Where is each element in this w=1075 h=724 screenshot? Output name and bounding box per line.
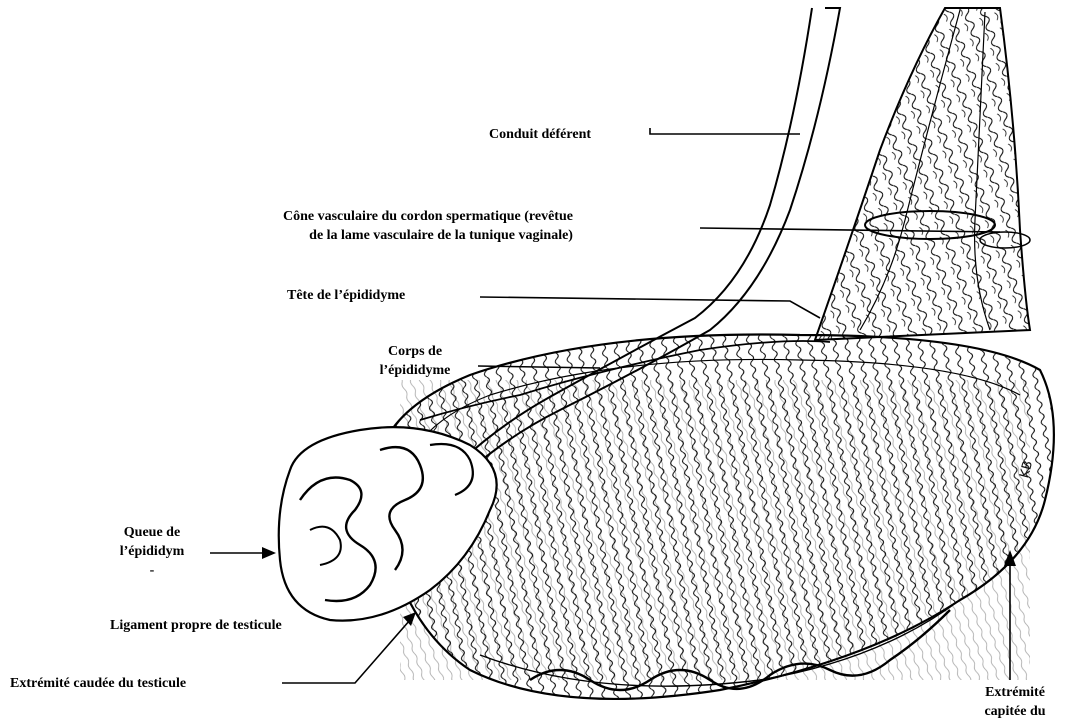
label-corps-epididyme-line1: Corps de xyxy=(350,343,480,362)
label-queue-epididyme-line2: l’épididym xyxy=(92,543,212,562)
leader-conduit-deferent xyxy=(650,128,800,134)
label-cone-vasculaire-line2: de la lame vasculaire de la tunique vagi… xyxy=(283,227,573,246)
label-extremite-capitee: Extrémité capitée du xyxy=(960,684,1070,722)
label-cone-vasculaire: Cône vasculaire du cordon spermatique (r… xyxy=(283,208,573,246)
label-corps-epididyme: Corps de l’épididyme xyxy=(350,343,480,381)
label-corps-epididyme-line2: l’épididyme xyxy=(350,362,480,381)
arrowhead-queue xyxy=(262,547,276,559)
leader-tete-epididyme xyxy=(480,297,820,318)
label-queue-epididyme-line3: - xyxy=(92,562,212,581)
label-tete-epididyme: Tête de l’épididyme xyxy=(287,287,405,306)
label-queue-epididyme-line1: Queue de xyxy=(92,524,212,543)
label-extremite-capitee-line2: capitée du xyxy=(960,703,1070,722)
label-queue-epididyme: Queue de l’épididym - xyxy=(92,524,212,581)
spermatic-cord xyxy=(815,8,1030,340)
label-conduit-deferent: Conduit déférent xyxy=(489,126,591,145)
label-cone-vasculaire-line1: Cône vasculaire du cordon spermatique (r… xyxy=(283,208,573,227)
leader-extremite-caudee xyxy=(282,620,410,683)
label-ligament-propre: Ligament propre de testicule xyxy=(110,617,282,636)
label-extremite-caudee: Extrémité caudée du testicule xyxy=(10,675,186,694)
label-extremite-capitee-line1: Extrémité xyxy=(960,684,1070,703)
